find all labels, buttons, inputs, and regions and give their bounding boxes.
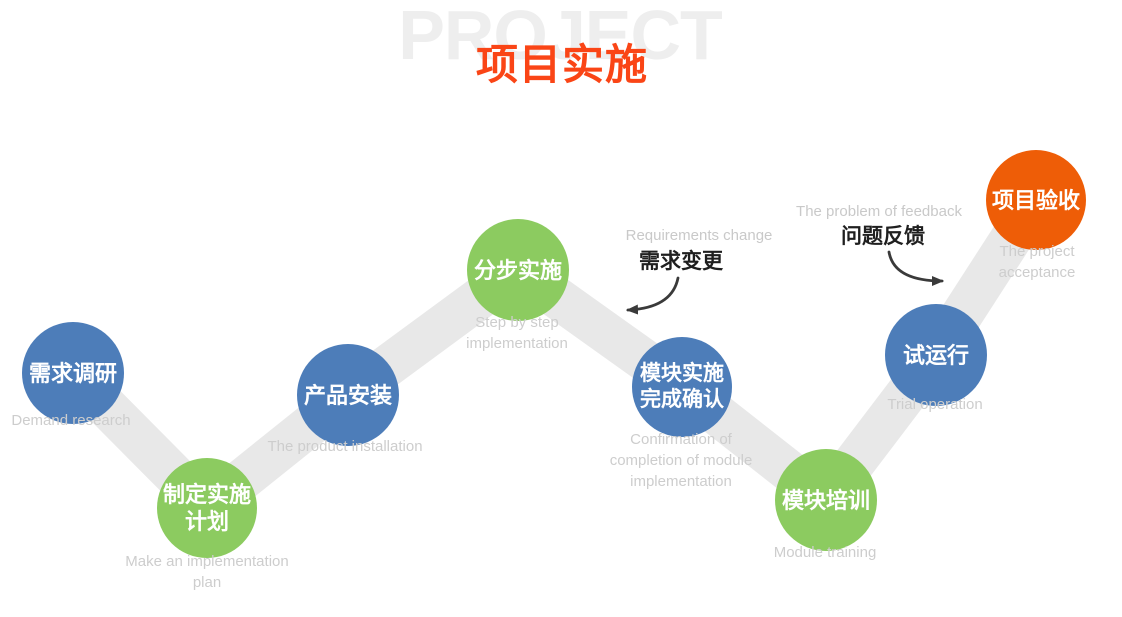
step-caption-module-training: Module training xyxy=(773,544,877,561)
step-label: 制定实施 计划 xyxy=(162,482,251,534)
watermark-text: PROJECT xyxy=(398,0,723,74)
problem-feedback-arrow-icon xyxy=(887,250,944,286)
annotation-problem-feedback-en: The problem of feedback xyxy=(796,203,962,220)
step-label: 试运行 xyxy=(902,342,969,368)
annotation-requirements-change-zh: 需求变更 xyxy=(639,250,723,273)
annotation-requirements-change-en: Requirements change xyxy=(625,227,773,244)
step-caption-demand-research: Demand research xyxy=(11,412,131,429)
step-circle-trial-operation: 试运行 xyxy=(885,304,987,406)
step-label: 产品安装 xyxy=(303,382,392,408)
requirements-change-arrow-icon xyxy=(626,276,680,315)
step-circle-module-training: 模块培训 xyxy=(775,449,877,551)
step-circle-module-completion-confirmation: 模块实施 完成确认 xyxy=(632,337,732,437)
step-circle-implementation-plan: 制定实施 计划 xyxy=(157,458,257,558)
step-caption-module-completion-confirmation: Confirmation of completion of module imp… xyxy=(609,431,753,490)
step-caption-project-acceptance: The project acceptance xyxy=(998,243,1076,281)
step-circle-demand-research: 需求调研 xyxy=(22,322,124,424)
step-label: 需求调研 xyxy=(28,360,117,386)
step-label: 项目验收 xyxy=(991,187,1080,213)
page-title: 项目实施 xyxy=(475,41,649,88)
step-label: 分步实施 xyxy=(473,257,562,283)
step-label: 模块培训 xyxy=(781,487,870,513)
annotation-problem-feedback-zh: 问题反馈 xyxy=(841,225,925,248)
step-circle-project-acceptance: 项目验收 xyxy=(986,150,1086,250)
step-caption-product-installation: The product installation xyxy=(267,438,423,455)
step-label: 模块实施 完成确认 xyxy=(640,362,724,411)
step-circle-step-by-step-implementation: 分步实施 xyxy=(467,219,569,321)
step-circle-product-installation: 产品安装 xyxy=(297,344,399,446)
step-caption-step-by-step-implementation: Step by step implementation xyxy=(466,314,568,352)
step-caption-implementation-plan: Make an implementation plan xyxy=(125,553,289,591)
step-caption-trial-operation: Trial operation xyxy=(887,396,983,413)
